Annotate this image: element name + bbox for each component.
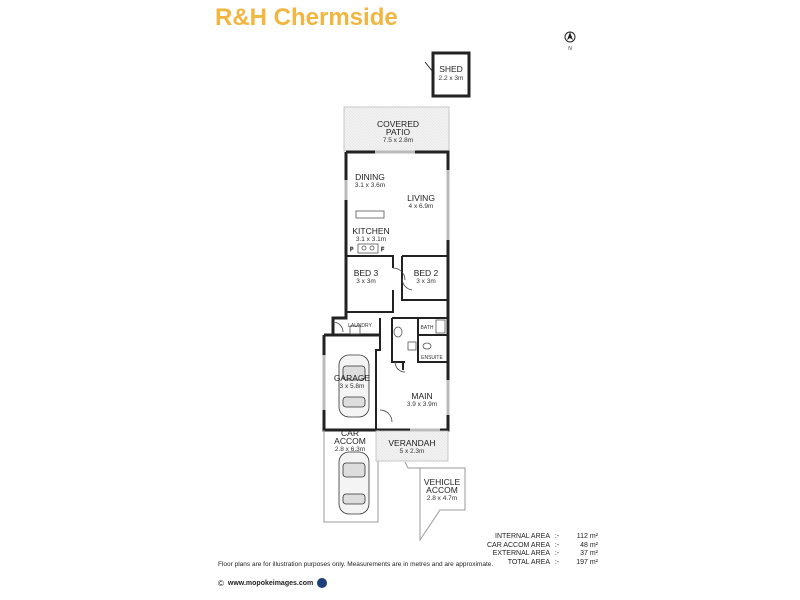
kitchen-fridge-label: F [381, 247, 384, 253]
area-label: EXTERNAL AREA [492, 550, 550, 557]
disclaimer-text: Floor plans are for illustration purpose… [218, 561, 494, 568]
verandah-dims: 5 x 2.3m [400, 448, 425, 455]
bed3-dims: 3 x 3m [356, 278, 376, 285]
room-car-accom [323, 430, 379, 523]
area-separator: :- [554, 558, 560, 566]
brand-site[interactable]: www.mopokeimages.com [227, 579, 314, 587]
car-accom-name-2: ACCOM [334, 436, 366, 446]
area-label: CAR ACCOM AREA [486, 541, 550, 549]
room-vehicle-accom [404, 461, 466, 542]
verandah-name: VERANDAH [388, 438, 435, 448]
car-accom-dims: 2.8 x 6.3m [335, 446, 365, 453]
living-name: LIVING [407, 193, 435, 203]
area-value: 37 m² [580, 550, 598, 557]
patio-dims: 7.5 x 2.8m [383, 137, 413, 144]
area-separator: :- [554, 541, 560, 549]
vehicle-accom-name-2: ACCOM [426, 485, 458, 495]
area-label: TOTAL AREA [507, 558, 550, 566]
kitchen-name: KITCHEN [352, 226, 389, 236]
area-row: EXTERNAL AREA :- 37 m² [468, 550, 598, 559]
area-row: INTERNAL AREA :- 112 m² [468, 533, 598, 542]
garage-dims: 3 x 5.8m [340, 383, 365, 390]
bed3-name: BED 3 [354, 268, 379, 278]
laundry-name: LAUNDRY [348, 323, 372, 329]
ensuite-name: ENSUITE [421, 355, 443, 361]
north-arrow-icon: N [564, 31, 576, 52]
area-separator: :- [554, 550, 560, 557]
garage-name: GARAGE [334, 373, 371, 383]
area-value: 48 m² [580, 541, 598, 549]
car-icon [338, 354, 370, 418]
bath-name: BATH [421, 325, 434, 331]
area-row: CAR ACCOM AREA :- 48 m² [468, 542, 598, 551]
car-icon [338, 451, 370, 515]
area-value: 197 m² [576, 558, 598, 566]
page-title: R&H Chermside [215, 4, 398, 31]
shed-name: SHED [439, 64, 463, 74]
room-verandah [375, 430, 449, 462]
dining-dims: 3.1 x 3.6m [355, 182, 385, 189]
car-accom-name-1: CAR [341, 428, 359, 438]
dining-name: DINING [355, 172, 385, 182]
room-shed: SHED 2.2 x 3m [424, 51, 471, 98]
living-dims: 4 x 6.9m [409, 203, 434, 210]
area-row: TOTAL AREA :- 197 m² [468, 559, 598, 568]
area-separator: :- [554, 533, 560, 540]
shed-dims: 2.2 x 3m [439, 75, 464, 82]
bed2-name: BED 2 [414, 268, 439, 278]
area-summary: INTERNAL AREA :- 112 m² CAR ACCOM AREA :… [468, 533, 598, 567]
compass-label: N [568, 46, 572, 52]
vehicle-accom-name-1: VEHICLE [424, 477, 461, 487]
area-value: 112 m² [576, 533, 598, 540]
patio-name-2: PATIO [386, 127, 411, 137]
brand-footer: © www.mopokeimages.com [218, 578, 328, 588]
windows [322, 150, 450, 432]
main-name: MAIN [411, 391, 432, 401]
brand-logo-icon [317, 578, 328, 588]
kitchen-bench: P F [350, 210, 384, 254]
copyright-icon: © [218, 578, 224, 588]
kitchen-pantry-label: P [350, 247, 354, 253]
patio-name-1: COVERED [377, 119, 419, 129]
vehicle-accom-dims: 2.8 x 4.7m [427, 495, 457, 502]
bathroom-fixtures [349, 319, 446, 351]
doors [332, 267, 413, 423]
area-label: INTERNAL AREA [495, 533, 550, 540]
room-covered-patio: COVERED PATIO 7.5 x 2.8m [343, 106, 450, 152]
main-dims: 3.9 x 3.9m [407, 401, 437, 408]
kitchen-dims: 3.1 x 3.1m [356, 236, 386, 243]
bed2-dims: 3 x 3m [416, 278, 436, 285]
